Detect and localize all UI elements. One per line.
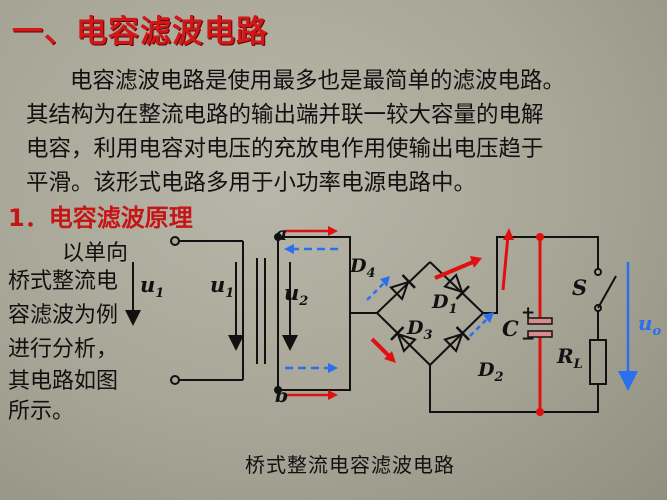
diode-d2 [443, 326, 470, 353]
label-d1: D1 [431, 291, 458, 317]
side-text-line: 桥式整流电 [8, 269, 119, 294]
side-text-line: 其电路如图 [8, 369, 119, 394]
label-rl: RL [556, 344, 583, 372]
input-terminal-bottom [170, 375, 180, 385]
bridge-wiring [349, 236, 599, 413]
label-u2: u2 [284, 280, 308, 309]
side-text-line: 进行分析， [8, 337, 119, 362]
label-minus: − [521, 329, 535, 349]
switch-s [594, 268, 617, 312]
diode-d3 [390, 326, 417, 353]
side-text-line: 所示。 [8, 399, 75, 424]
capacitor-plate-bottom [527, 330, 553, 338]
intro-line-2: 其结构为在整流电路的输出端并联一较大容量的电解 [26, 102, 544, 128]
diagram-caption: 桥式整流电容滤波电路 [245, 453, 455, 477]
label-d2: D2 [477, 359, 504, 385]
input-terminals [170, 236, 244, 385]
label-d3: D3 [406, 317, 433, 343]
section-subtitle: 1．电容滤波原理 [8, 204, 193, 232]
side-text-line: 以单向 [62, 241, 129, 266]
label-u1-left: u1 [140, 272, 164, 301]
label-capacitor: C [502, 316, 519, 341]
side-text-line: 容滤波为例 [8, 303, 119, 328]
resistor-rl [589, 339, 607, 385]
label-switch: S [572, 275, 587, 300]
red-current-arrows [285, 226, 514, 400]
input-terminal-top [170, 236, 180, 246]
label-uo: uo [638, 311, 662, 339]
capacitor-branch [527, 233, 553, 416]
intro-line-1: 电容滤波电路是使用最多也是最简单的滤波电路。 [70, 68, 566, 94]
diode-d1 [443, 273, 470, 300]
transformer-core [256, 258, 266, 364]
page-title: 一、电容滤波电路 [12, 14, 268, 50]
blue-current-arrows [284, 244, 494, 373]
intro-line-3: 电容，利用电容对电压的充放电作用使输出电压趋于 [26, 136, 544, 162]
label-d4: D4 [349, 255, 376, 281]
label-node-a: a [275, 223, 287, 245]
diode-d4 [389, 274, 416, 301]
capacitor-plate-top [527, 317, 553, 325]
intro-line-4: 平滑。该形式电路多用于小功率电源电路中。 [26, 170, 477, 196]
label-plus: + [521, 303, 535, 323]
transformer-secondary [274, 233, 351, 394]
label-node-b: b [275, 385, 288, 407]
label-u1-primary: u1 [210, 272, 234, 301]
